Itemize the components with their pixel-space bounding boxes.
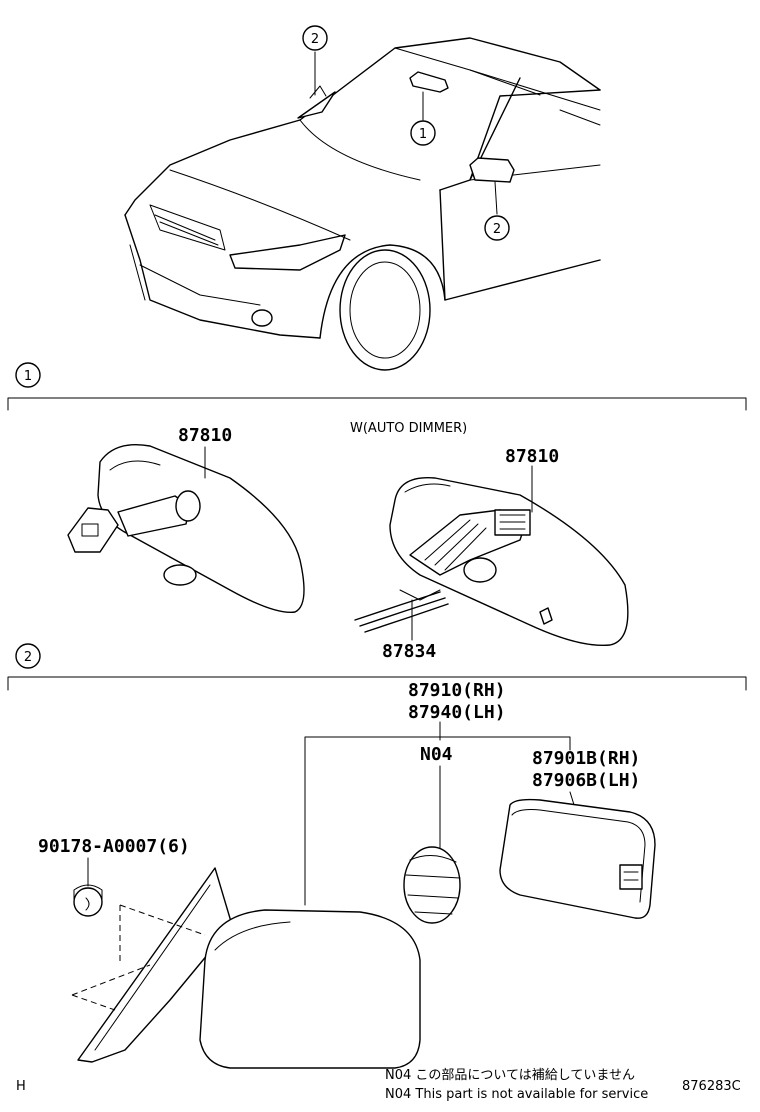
svg-text:2: 2 <box>311 32 319 47</box>
callout-1-car: 1 <box>410 91 436 146</box>
svg-text:2: 2 <box>24 650 32 665</box>
rearview-mirror-standard <box>67 444 305 614</box>
mirror-motor-n04 <box>403 846 461 924</box>
rearview-mirror-auto-dimmer <box>354 465 629 647</box>
part-number-90178: 90178-A0007(6) <box>38 836 190 857</box>
svg-text:1: 1 <box>419 127 427 142</box>
part-number-87910: 87910(RH) <box>408 680 506 701</box>
door-mirror-assembly <box>71 867 421 1069</box>
part-number-87901b: 87901B(RH) <box>532 748 640 769</box>
part-code-n04: N04 <box>420 744 453 765</box>
diagram-id: 876283C <box>682 1079 741 1094</box>
callout-2-top: 2 <box>302 25 328 96</box>
svg-text:2: 2 <box>493 222 501 237</box>
part-number-87906b: 87906B(LH) <box>532 770 640 791</box>
footer-left-code: H <box>16 1079 26 1094</box>
part-number-87810-b: 87810 <box>505 446 559 467</box>
svg-text:1: 1 <box>24 369 32 384</box>
callout-2-mirror: 2 <box>484 181 510 241</box>
section-2-header: 2 <box>7 643 747 691</box>
mirror-glass <box>499 798 656 919</box>
part-number-87810-a: 87810 <box>178 425 232 446</box>
note-en: N04 This part is not available for servi… <box>385 1087 648 1102</box>
note-jp: N04 この部品については補給していません <box>385 1068 635 1083</box>
variant-label: W(AUTO DIMMER) <box>350 421 467 436</box>
section-1-header: 1 <box>7 362 747 411</box>
part-number-87940: 87940(LH) <box>408 702 506 723</box>
car-illustration <box>124 37 601 371</box>
part-number-87834: 87834 <box>382 641 436 662</box>
